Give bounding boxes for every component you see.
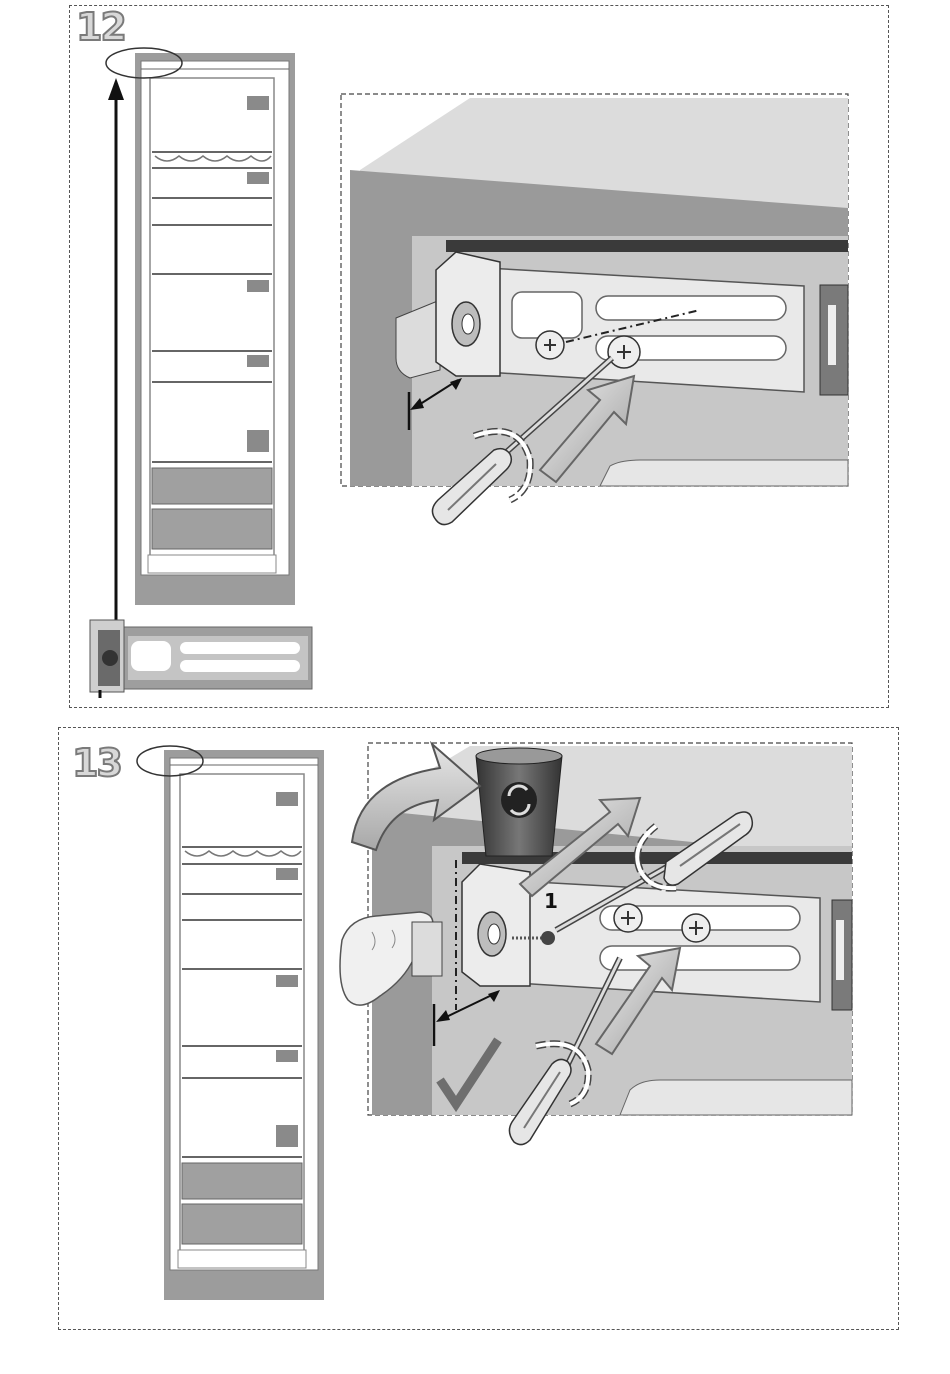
hinge-bracket	[90, 620, 312, 698]
callout-number: 1	[544, 889, 558, 913]
up-arrow-icon	[108, 78, 124, 690]
recycle-bin-icon	[476, 748, 562, 856]
hinge-detail-inset	[341, 94, 848, 486]
fridge-column-icon	[135, 53, 295, 605]
fridge-column-icon	[164, 750, 324, 1300]
